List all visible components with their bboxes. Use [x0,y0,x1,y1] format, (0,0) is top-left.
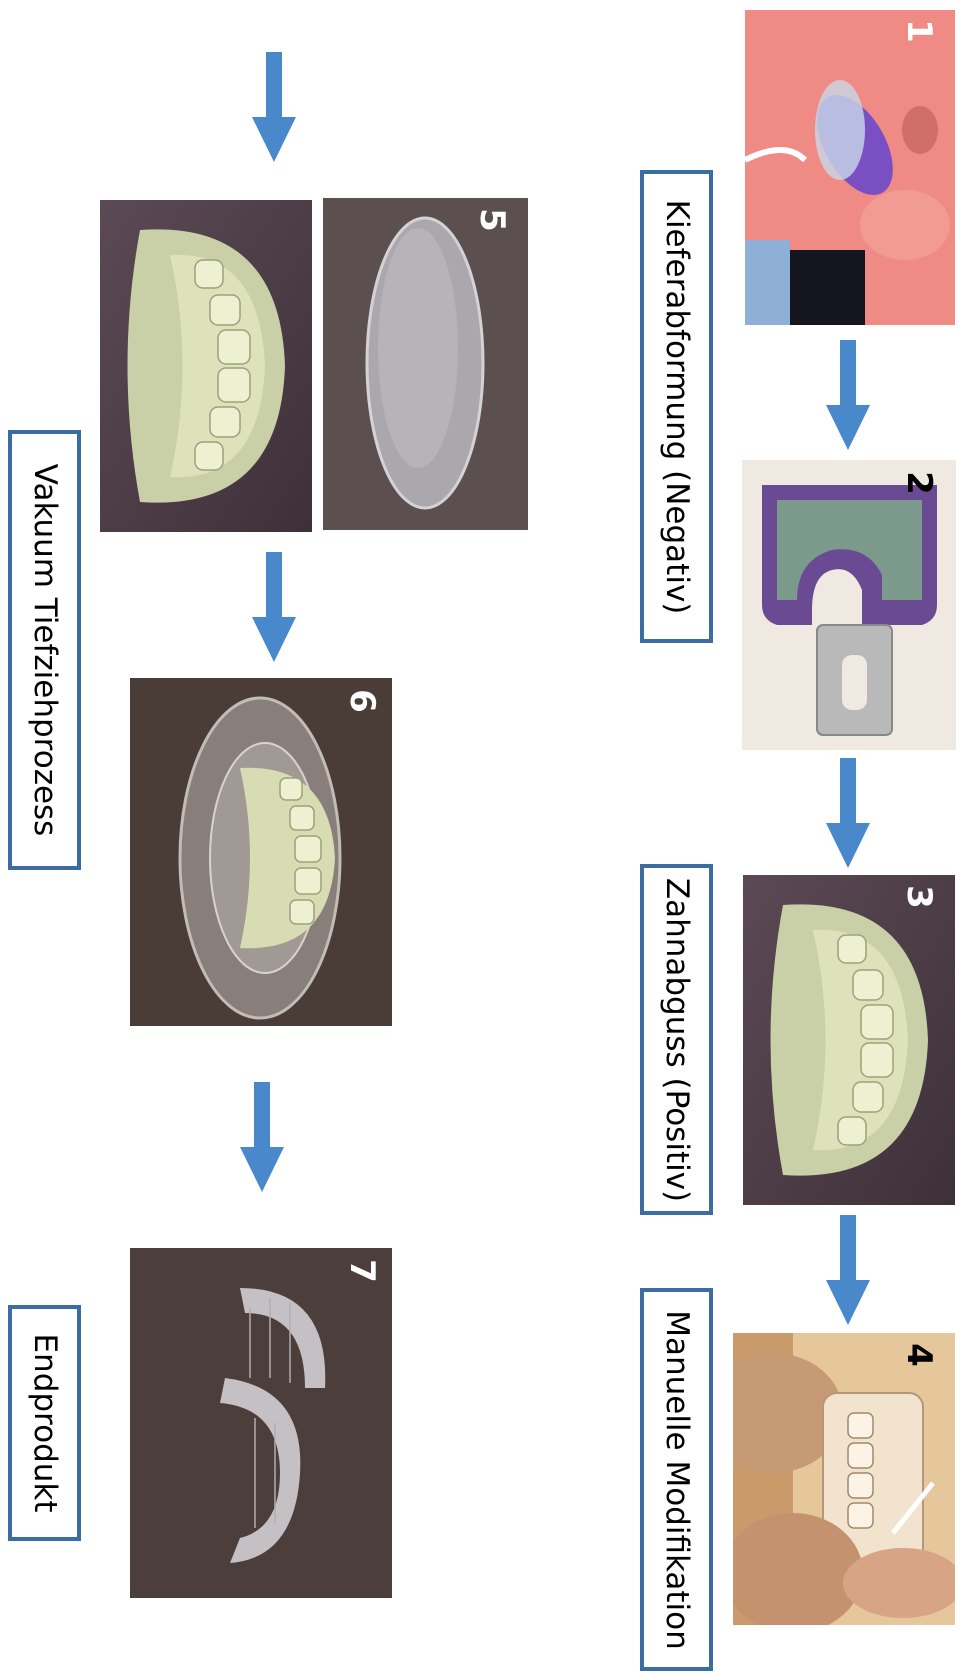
step-number-4: 4 [902,1343,936,1367]
arrow-down-icon [826,340,870,450]
arrow-down-icon [252,552,296,662]
step-number-1: 1 [902,19,936,43]
step-number-6: 6 [345,689,379,713]
step-number-3: 3 [902,885,936,909]
label-kieferabformung: Kieferabformung (Negativ) [640,170,713,643]
photo-plastic-disc [323,198,528,530]
label-endprodukt-text: Endprodukt [27,1333,63,1512]
label-zahnabguss-text: Zahnabguss (Positiv) [659,877,695,1201]
photo-manual-modification [733,1333,955,1625]
label-vakuum-tiefziehprozess-text: Vakuum Tiefziehprozess [27,464,63,837]
arrow-down-icon [240,1082,284,1192]
label-vakuum-tiefziehprozess: Vakuum Tiefziehprozess [8,430,81,870]
step-number-2: 2 [902,471,936,495]
label-zahnabguss: Zahnabguss (Positiv) [640,864,713,1215]
arrow-down-icon [252,52,296,162]
label-kieferabformung-text: Kieferabformung (Negativ) [659,199,695,614]
photo-impression-tray [742,460,956,750]
label-endprodukt: Endprodukt [8,1305,81,1541]
photo-end-product [130,1248,392,1598]
photo-impression [745,10,955,325]
arrow-down-icon [826,1215,870,1325]
photo-dental-cast-3 [743,875,955,1205]
photo-dental-cast [100,200,312,532]
step-number-5: 5 [475,208,509,232]
photo-vacuum-formed [130,678,392,1026]
label-manuelle-modifikation: Manuelle Modifikation [640,1288,713,1671]
step-number-7: 7 [345,1259,379,1283]
label-manuelle-modifikation-text: Manuelle Modifikation [659,1310,695,1650]
arrow-down-icon [826,758,870,868]
